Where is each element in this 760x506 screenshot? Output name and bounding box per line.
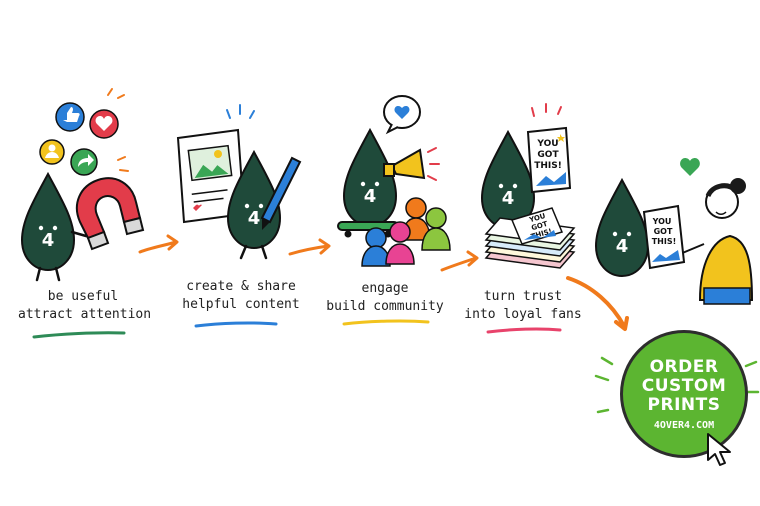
arrow-1 [138,234,179,254]
step-2-line-1: create & share [186,279,296,294]
held-sign-line-2: GOT [537,150,559,160]
cursor-pointer-icon [707,433,731,466]
mascot-step-5: 4 [595,179,649,277]
cta-line-3: PRINTS [647,394,721,415]
held-sign-line-3: THIS! [534,161,562,171]
mascot-step-2: 4 [227,151,281,260]
mascot-step-4: 4 [481,131,535,229]
step-3-label: engage build community [320,280,450,316]
customer-sign-line-1: YOU [652,217,672,226]
person-green [421,207,451,251]
step-4-line-1: turn trust [483,289,563,304]
customer-sign-line-2: GOT [654,227,673,236]
step-3-illustration: 4 [337,95,451,267]
green-heart-icon [680,158,700,176]
underline-step-4 [486,327,562,334]
heart-icon [89,109,119,139]
cta-url: 4OVER4.COM [653,419,715,431]
step-3-line-1: engage [361,281,409,296]
print-stack-icon: YOU GOT THIS! [484,207,576,269]
customer-figure [679,178,754,305]
step-2-illustration: 4 [176,104,302,260]
mascot-badge: 4 [616,236,629,257]
underline-step-3 [342,319,430,326]
step-4-line-2: into loyal fans [464,307,582,322]
step-1-illustration: 4 [21,88,145,282]
heart-bubble-icon [383,95,421,135]
document-icon [176,128,246,224]
step-3-line-2: build community [326,299,444,314]
underline-step-2 [194,321,278,328]
arrow-2 [288,238,331,256]
customer-sign-line-3: THIS! [652,237,677,246]
arrow-3 [440,250,479,272]
step-1-line-1: be useful [47,289,119,304]
customer-poster-icon: YOU GOT THIS! [642,204,686,270]
mascot-badge: 4 [364,186,377,207]
person-pink [385,221,415,265]
magnet-icon [75,177,145,251]
mascot-badge: 4 [502,188,515,209]
poster-icon: YOU GOT THIS! [526,103,572,194]
step-1-label: be useful attract attention [18,288,152,324]
step-4-illustration: 4 YOU GOT THIS! YOU GOT THIS! [481,103,576,269]
cta-line-2: CUSTOM [641,375,727,396]
underline-step-1 [32,331,126,339]
step-4-label: turn trust into loyal fans [458,288,588,324]
social-icons-cluster [39,88,129,176]
cta-line-1: ORDER [649,356,719,377]
thumbs-up-icon [55,102,85,132]
arrow-4 [566,276,629,331]
step-1-line-2: attract attention [18,307,152,322]
order-custom-prints-button[interactable]: ORDER CUSTOM PRINTS 4OVER4.COM [620,330,748,458]
mascot-step-3: 4 [343,129,397,227]
held-sign-line-1: YOU [536,139,558,149]
step-2-label: create & share helpful content [176,278,306,314]
step-2-line-2: helpful content [182,297,300,312]
mascot-badge: 4 [248,208,261,229]
people-icon [361,197,451,267]
megaphone-icon [383,147,440,181]
pen-icon [260,156,302,230]
user-icon [39,139,65,165]
mascot-step-1: 4 [21,173,88,282]
share-icon [70,148,98,176]
step-5-illustration: 4 YOU GOT THIS! [595,158,754,305]
mascot-badge: 4 [42,230,55,251]
cta-sparkles [594,356,760,414]
person-orange [401,197,431,241]
